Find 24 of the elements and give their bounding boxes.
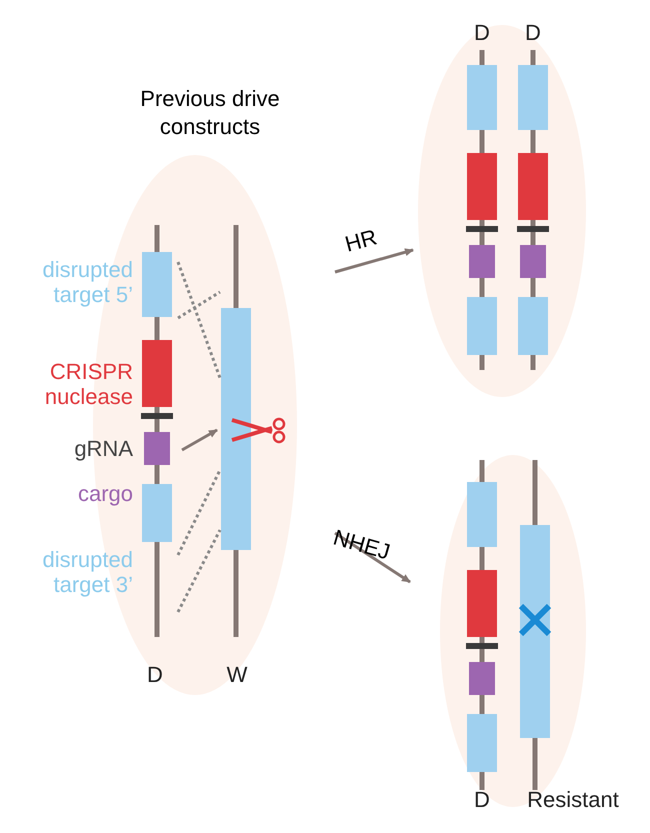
part-label: D xyxy=(524,20,542,45)
part-label: cargo xyxy=(76,481,133,506)
part-label: disrupted target 3’ xyxy=(41,547,133,597)
part-label: disrupted target 5’ xyxy=(41,257,133,307)
part-label: gRNA xyxy=(73,436,133,461)
chromosome-drawing xyxy=(220,225,252,637)
arrow xyxy=(181,428,218,452)
chromosome-drawing xyxy=(140,225,174,637)
arrow xyxy=(334,532,411,584)
title: Previous drive constructs xyxy=(139,85,281,141)
edge-label: NHEJ xyxy=(330,524,393,564)
homology-line xyxy=(176,469,222,556)
edge-label: HR xyxy=(342,224,380,257)
part-label: Resistant xyxy=(526,787,620,812)
arrow xyxy=(334,248,414,274)
part-label: W xyxy=(226,662,248,687)
homology-line xyxy=(177,290,221,320)
homology-line xyxy=(176,529,222,613)
part-label: D xyxy=(146,662,164,687)
part-label: D xyxy=(473,787,491,812)
cell-ellipse xyxy=(418,25,586,397)
part-label: CRISPR nuclease xyxy=(44,359,133,409)
part-label: D xyxy=(473,20,491,45)
homology-line xyxy=(176,262,222,378)
